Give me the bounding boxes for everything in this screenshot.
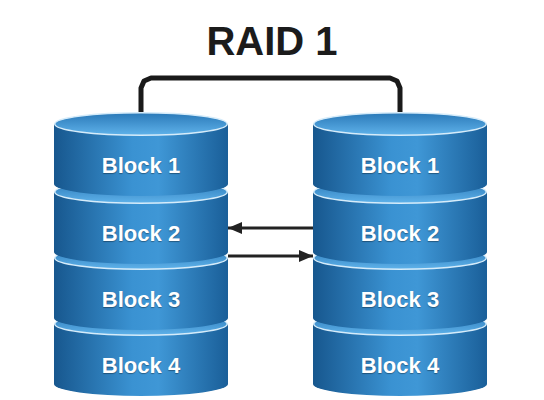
- mirror-arrow: [228, 255, 313, 258]
- disk-block: Block 1: [54, 112, 228, 196]
- disk-block: Block 1: [313, 112, 487, 196]
- diagram-title: RAID 1: [0, 16, 544, 66]
- segment-top: [314, 113, 487, 136]
- segment-top: [314, 313, 487, 336]
- block-label: Block 4: [313, 353, 487, 379]
- segment-top: [55, 113, 228, 136]
- mirror-bracket: [141, 78, 400, 112]
- mirror-arrow: [228, 227, 313, 230]
- block-label: Block 1: [54, 153, 228, 179]
- block-label: Block 4: [54, 353, 228, 379]
- block-label: Block 2: [54, 221, 228, 247]
- block-label: Block 3: [54, 287, 228, 313]
- segment-top: [314, 181, 487, 204]
- block-label: Block 1: [313, 153, 487, 179]
- segment-top: [55, 181, 228, 204]
- segment-top: [55, 313, 228, 336]
- segment-top: [55, 247, 228, 270]
- segment-top: [314, 247, 487, 270]
- block-label: Block 2: [313, 221, 487, 247]
- block-label: Block 3: [313, 287, 487, 313]
